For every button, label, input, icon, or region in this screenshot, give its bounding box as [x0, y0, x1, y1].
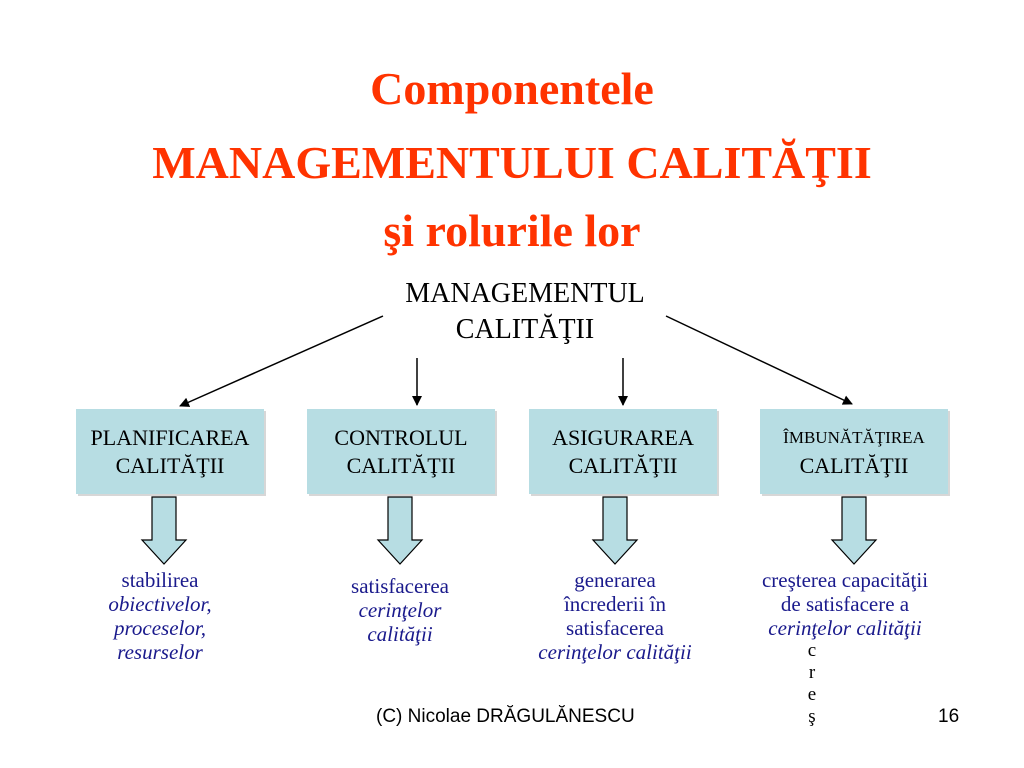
arrow-to-planificarea [179, 315, 384, 407]
box-label-line-1: CONTROLUL [334, 424, 468, 450]
box-label-line-1: PLANIFICAREA [90, 424, 250, 450]
role-text-line: obiectivelor, [108, 592, 212, 616]
overflow-letter: e [807, 684, 817, 705]
footer-credit: (C) Nicolae DRĂGULĂNESCU [376, 706, 635, 727]
role-text-line: calităţii [367, 622, 433, 646]
role-text-line: satisfacerea [566, 616, 664, 640]
role-text-line: generarea [574, 568, 656, 592]
role-text-line: proceselor, [114, 616, 206, 640]
box-imbunatatirea: ÎMBUNĂTĂŢIREA CALITĂŢII [760, 409, 948, 494]
role-text-line: creşterea capacităţii [761, 568, 929, 592]
role-text-line: cerinţelor [358, 598, 442, 622]
overflow-letter: r [808, 662, 816, 683]
role-imbunatatirea: creşterea capacităţii de satisfacere a c… [735, 568, 955, 640]
arrow-to-imbunatatirea [665, 315, 853, 405]
down-arrow-2 [376, 496, 424, 565]
down-arrow-3 [591, 496, 639, 565]
slide-title-line-1: Componentele [370, 63, 654, 114]
root-node-line-2: CALITĂŢII [455, 314, 595, 345]
root-node-line-1: MANAGEMENTUL [405, 278, 645, 309]
overflow-text-letters: c r e ş [800, 640, 824, 728]
box-planificarea: PLANIFICAREA CALITĂŢII [76, 409, 264, 494]
role-text-line: cerinţelor calităţii [768, 616, 922, 640]
role-text-line: stabilirea [121, 568, 199, 592]
role-controlul: satisfacerea cerinţelor calităţii [310, 574, 490, 646]
box-label-line-2: CALITĂŢII [568, 452, 678, 478]
box-asigurarea: ASIGURAREA CALITĂŢII [529, 409, 717, 494]
slide-page-number: 16 [938, 706, 960, 727]
box-label-line-1: ASIGURAREA [552, 424, 694, 450]
down-arrow-4 [830, 496, 878, 565]
role-planificarea: stabilirea obiectivelor, proceselor, res… [70, 568, 250, 664]
box-label-line-2: CALITĂŢII [115, 452, 225, 478]
role-text-line: satisfacerea [351, 574, 449, 598]
overflow-letter: c [807, 640, 817, 661]
slide-title-line-2: MANAGEMENTULUI CALITĂŢII [152, 137, 872, 188]
box-controlul: CONTROLUL CALITĂŢII [307, 409, 495, 494]
box-label-line-1: ÎMBUNĂTĂŢIREA [783, 427, 925, 447]
down-arrow-1 [140, 496, 188, 565]
slide-title-line-3: şi rolurile lor [383, 205, 641, 256]
role-text-line: încrederii în [563, 592, 667, 616]
role-asigurarea: generarea încrederii în satisfacerea cer… [510, 568, 720, 664]
role-text-line: resurselor [117, 640, 203, 664]
box-label-line-2: CALITĂŢII [346, 452, 456, 478]
role-text-line: de satisfacere a [780, 592, 910, 616]
box-label-line-2: CALITĂŢII [799, 452, 909, 478]
overflow-letter: ş [808, 706, 816, 727]
role-text-line: cerinţelor calităţii [538, 640, 692, 664]
